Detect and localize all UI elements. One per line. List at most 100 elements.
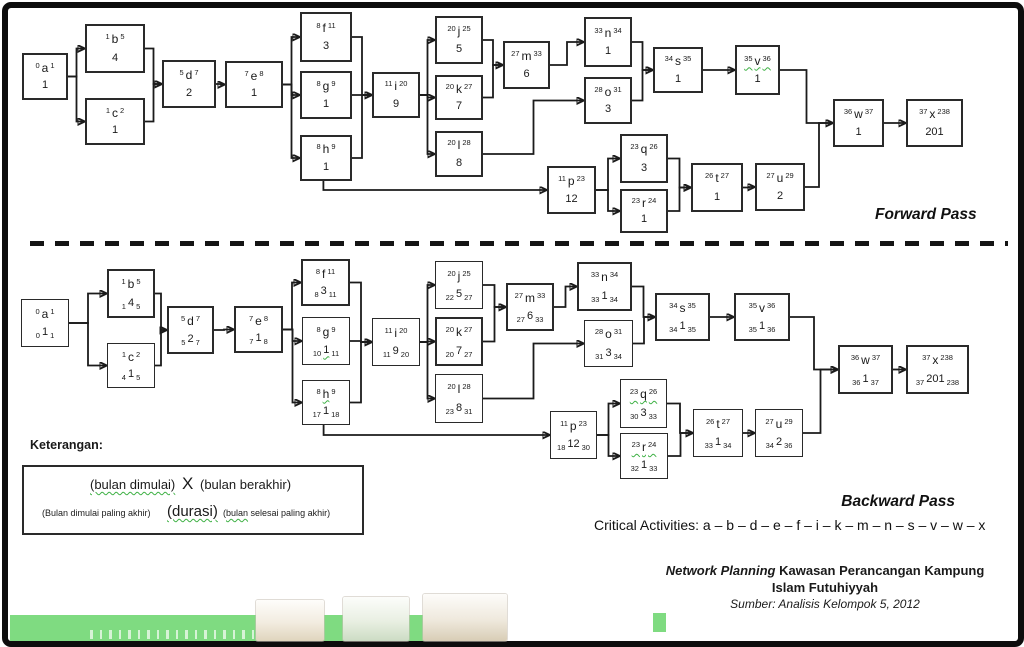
node-bottom-row: 1 <box>250 87 258 100</box>
node-bottom-row: 12 <box>565 193 578 205</box>
node-bottom-row: 8 <box>455 156 463 169</box>
legend-start-month-label: (bulan dimulai) <box>90 477 176 492</box>
node-bottom-row: 1 <box>111 124 119 137</box>
forward-pass-label: Forward Pass <box>875 206 977 223</box>
node-bottom-row: 6 <box>523 68 530 80</box>
footer-photo-thumbnail-3 <box>423 594 507 641</box>
node-bottom-row: 2 <box>185 87 193 99</box>
legend-end-month-label: (bulan berakhir) <box>200 477 292 492</box>
node-bottom-row: 1 <box>322 160 330 173</box>
legend-late-start-label: (Bulan dimulai paling akhir) <box>42 508 151 518</box>
node-bottom-row: 7 <box>455 100 463 112</box>
legend-duration-label: (durasi) <box>167 503 218 520</box>
node-bottom-row: 1 <box>41 79 49 92</box>
node-bottom-row: 9 <box>392 97 400 110</box>
node-bottom-row: 5 <box>455 43 463 55</box>
footer-green-chip <box>653 613 666 632</box>
caption-line2: Islam Futuhiyyah <box>771 580 879 595</box>
footer-photo-thumbnail-1 <box>256 600 324 641</box>
node-bottom-row: 4 <box>111 51 119 64</box>
footer-cutoff-text <box>90 630 310 639</box>
node-bottom-row: 1 <box>640 213 648 226</box>
legend-activity-placeholder: X <box>182 474 194 493</box>
node-bottom-row: 3 <box>640 161 648 174</box>
caption-line1: Network Planning Kawasan Perancangan Kam… <box>665 563 985 578</box>
node-bottom-row: 3 <box>604 103 612 116</box>
node-bottom-row: 1 <box>674 72 682 85</box>
legend-title: Keterangan: <box>30 438 103 452</box>
node-bottom-row: 1 <box>713 190 721 203</box>
node-bottom-row: 2 <box>776 190 784 202</box>
node-bottom-row: 1 <box>855 126 862 138</box>
